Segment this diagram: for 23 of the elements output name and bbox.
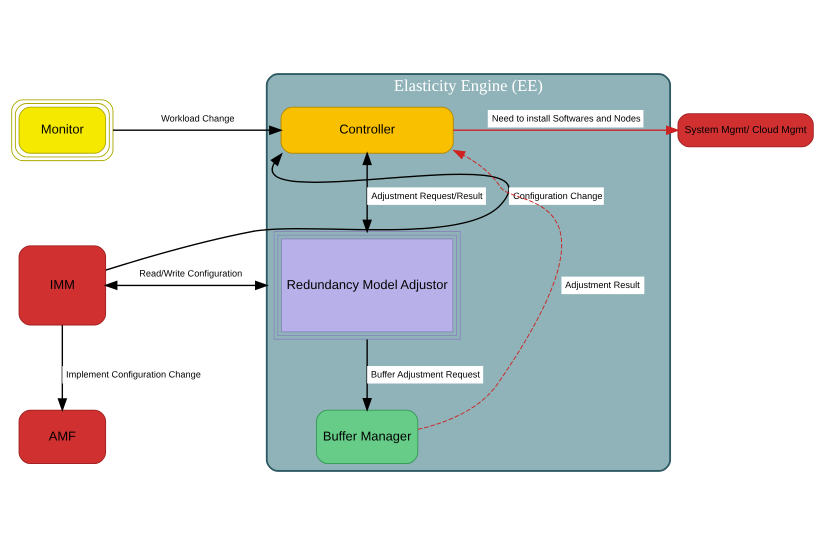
arrow <box>58 324 68 412</box>
edge-label: Implement Configuration Change <box>66 368 201 379</box>
node-box: IMM <box>18 244 106 325</box>
edge-label: Adjustment Result <box>565 280 640 290</box>
arrow <box>362 150 372 233</box>
edge-label: Read/Write Configuration <box>139 268 242 278</box>
arrow <box>104 280 269 290</box>
node-box: Redundancy Model Adjustor <box>274 230 461 340</box>
node-box: Controller <box>280 106 454 154</box>
arrow <box>453 124 680 135</box>
arrow <box>113 124 283 135</box>
edge-label: Adjustment Request/Result <box>371 190 483 200</box>
arrow <box>417 149 562 430</box>
arrow <box>106 152 509 270</box>
arrow <box>362 339 372 412</box>
node-box: System Mgmt/ Cloud Mgmt <box>677 112 814 147</box>
node-box: Buffer Manager <box>316 409 418 464</box>
edge-label: Need to install Softwares and Nodes <box>492 112 641 123</box>
edge-label: Buffer Adjustment Request <box>370 368 480 379</box>
node-box: Monitor <box>11 98 114 161</box>
edge-label: Workload Change <box>161 112 234 123</box>
edge-label: Configuration Change <box>513 190 602 200</box>
node-box: AMF <box>18 409 106 464</box>
